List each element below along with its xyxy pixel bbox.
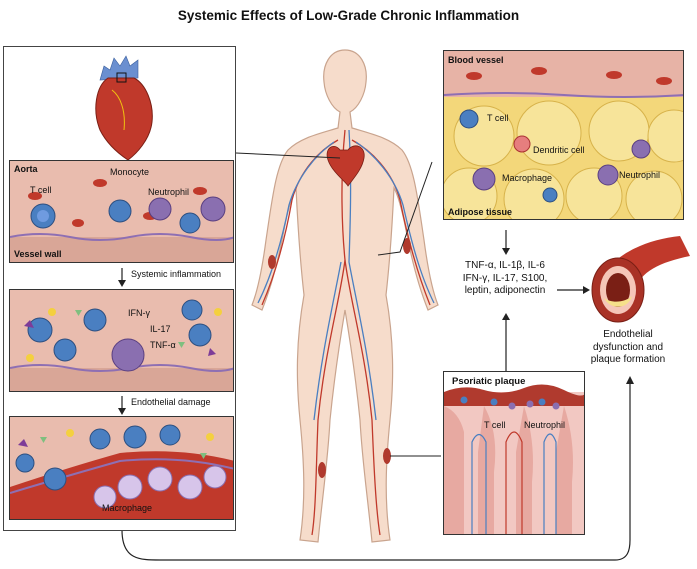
connector-heart	[235, 152, 341, 159]
neutrophil-label: Neutrophil	[148, 187, 190, 197]
endothelial-damage-panel: Macrophage	[9, 416, 234, 520]
psoriasis-t-cell-label: T cell	[484, 420, 506, 430]
heart-zoom-box	[116, 72, 127, 83]
arrow-psoriasis-to-cytokines	[502, 313, 510, 371]
systemic-inflammation-label: Systemic inflammation	[131, 269, 222, 279]
adipose-macrophage-label: Macrophage	[502, 173, 553, 183]
adipose-tissue-label: Adipose tissue	[448, 207, 513, 217]
body-silhouette	[251, 49, 439, 543]
arrow-adipose-to-cytokines	[502, 230, 510, 255]
psoriasis-lesion-arm	[268, 255, 276, 269]
cytokine-line-2: IFN-γ, IL-17, S100,	[462, 272, 548, 284]
psoriasis-lesion-knee	[383, 448, 391, 464]
arrow-loop-to-vessel	[121, 376, 634, 561]
blood-vessel-label: Blood vessel	[448, 55, 504, 65]
macrophage-label: Macrophage	[102, 503, 153, 513]
cytokine-line-1: TNF-α, IL-1β, IL-6	[465, 260, 545, 271]
tnf-alpha-label: TNF-α	[150, 340, 176, 350]
il17-label: IL-17	[150, 324, 171, 334]
cytokine-line-3: leptin, adiponectin	[464, 285, 546, 296]
t-cell-label: T cell	[30, 185, 52, 195]
connector-adipose	[377, 161, 433, 256]
psoriasis-lesion-shin	[318, 462, 326, 478]
aorta-label: Aorta	[14, 164, 38, 174]
figure-title: Systemic Effects of Low-Grade Chronic In…	[177, 8, 520, 23]
body-heart	[326, 145, 365, 187]
aorta-panel: Aorta Monocyte T cell Neutrophil Vessel …	[9, 160, 234, 263]
outcome-line-1: Endothelial	[603, 329, 653, 340]
outcome-line-3: plaque formation	[590, 354, 666, 365]
outcome-line-2: dysfunction and	[592, 341, 664, 353]
dendritic-cell-label: Dendritic cell	[533, 145, 585, 155]
psoriasis-neutrophil-label: Neutrophil	[524, 420, 566, 430]
arrow-systemic	[118, 268, 126, 287]
vessel-cross-section	[591, 236, 690, 323]
adipose-t-cell-label: T cell	[487, 113, 509, 123]
adipose-neutrophil-label: Neutrophil	[619, 170, 661, 180]
monocyte-label: Monocyte	[110, 167, 150, 177]
adipose-panel: Blood vessel T cell Dendritic cell Macro…	[443, 50, 684, 220]
left-column-box	[3, 46, 236, 531]
vessels	[257, 129, 435, 536]
systemic-inflammation-panel: IFN-γ IL-17 TNF-α	[9, 289, 234, 392]
psoriatic-plaque-panel: Psoriatic plaque T cell Neutrophil	[443, 371, 585, 535]
psoriasis-lesion-forearm	[403, 238, 411, 254]
endothelial-damage-label: Endothelial damage	[131, 397, 211, 407]
arrow-endothelial	[118, 396, 126, 415]
cytokine-list: TNF-α, IL-1β, IL-6 IFN-γ, IL-17, S100, l…	[450, 260, 560, 298]
vessel-wall-label: Vessel wall	[14, 249, 62, 259]
arrow-cytokines-to-vessel	[557, 286, 590, 294]
outcome-text: Endothelial dysfunction and plaque forma…	[578, 329, 678, 367]
psoriatic-plaque-title: Psoriatic plaque	[452, 376, 526, 387]
ifn-gamma-label: IFN-γ	[128, 308, 150, 318]
